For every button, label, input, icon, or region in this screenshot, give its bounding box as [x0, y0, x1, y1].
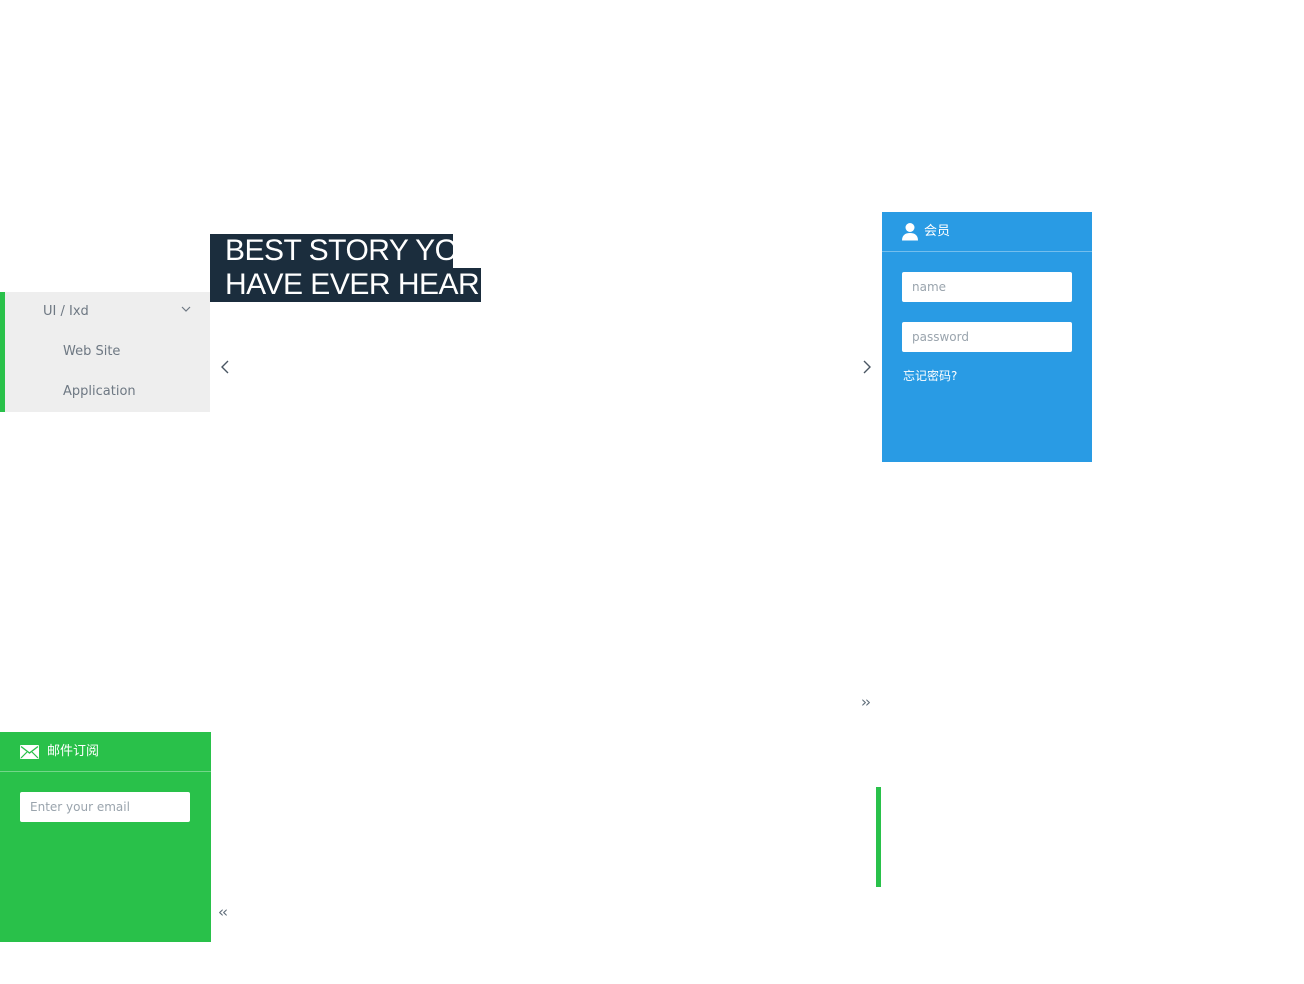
- sidebar-menu: [0, 292, 210, 412]
- password-field[interactable]: [902, 322, 1072, 352]
- chevron-right-icon[interactable]: [860, 359, 874, 375]
- chevron-down-icon[interactable]: [180, 303, 192, 315]
- newsletter-header: 邮件订阅: [0, 732, 211, 772]
- accent-bar: [876, 787, 881, 887]
- user-icon: [902, 223, 918, 241]
- email-field[interactable]: [20, 792, 190, 822]
- headline-line-1: BEST STORY YOU: [210, 234, 479, 268]
- menu-item-label: Application: [63, 384, 136, 399]
- menu-item-label: Web Site: [63, 344, 121, 359]
- next-double-arrow[interactable]: ››: [861, 693, 871, 711]
- newsletter-panel: 邮件订阅: [0, 732, 211, 942]
- name-field[interactable]: [902, 272, 1072, 302]
- prev-double-arrow[interactable]: ‹‹: [218, 903, 228, 921]
- menu-group-label: UI / Ixd: [43, 304, 89, 319]
- menu-item-application[interactable]: Application: [63, 372, 136, 412]
- login-header: 会员: [882, 212, 1092, 252]
- chevron-left-icon[interactable]: [218, 359, 232, 375]
- mail-icon: [20, 745, 39, 759]
- menu-item-web-site[interactable]: Web Site: [63, 332, 120, 372]
- newsletter-title: 邮件订阅: [47, 744, 100, 759]
- headline-line-2: HAVE EVER HEARD: [210, 268, 501, 302]
- member-login-panel: 会员 忘记密码?: [882, 212, 1092, 462]
- login-title: 会员: [924, 224, 951, 239]
- forgot-password-link[interactable]: 忘记密码?: [903, 369, 958, 383]
- menu-group-ui-ixd[interactable]: UI / Ixd: [43, 292, 89, 332]
